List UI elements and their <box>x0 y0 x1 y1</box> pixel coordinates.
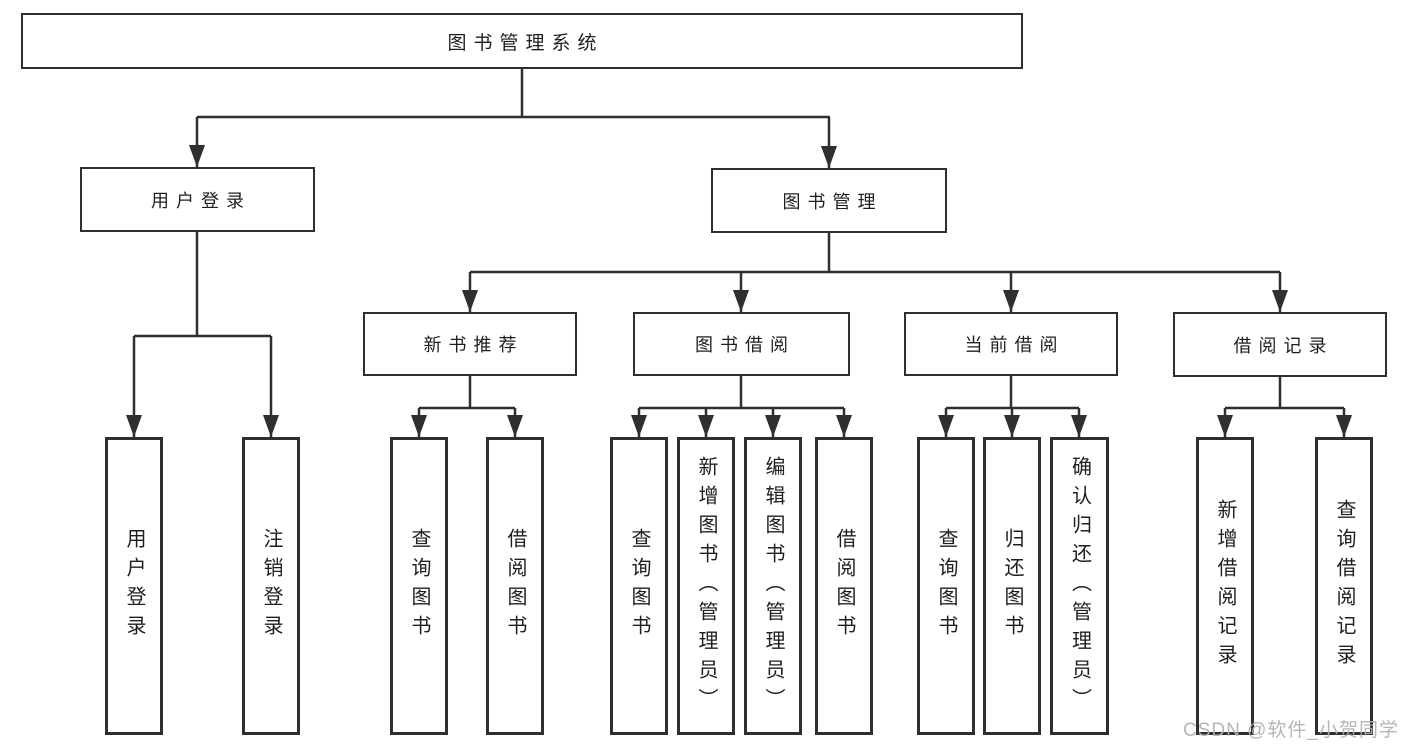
node-book-management: 图书管理 <box>711 168 947 233</box>
leaf-edit-books-admin: 编辑图书（管理员） <box>744 437 802 735</box>
leaf-return-books: 归还图书 <box>983 437 1041 735</box>
node-library-management-system: 图书管理系统 <box>21 13 1023 69</box>
leaf-logout: 注销登录 <box>242 437 300 735</box>
csdn-watermark: CSDN @软件_小贺同学 <box>1183 720 1399 741</box>
node-user-login: 用户登录 <box>80 167 315 232</box>
leaf-add-borrow-record: 新增借阅记录 <box>1196 437 1254 735</box>
node-new-book-recommendation: 新书推荐 <box>363 312 577 376</box>
leaf-query-borrow-record: 查询借阅记录 <box>1315 437 1373 735</box>
leaf-query-books-recommend: 查询图书 <box>390 437 448 735</box>
node-current-borrowing: 当前借阅 <box>904 312 1118 376</box>
connector-group <box>126 69 1352 437</box>
leaf-confirm-return-admin: 确认归还（管理员） <box>1050 437 1109 735</box>
leaf-query-books-borrowing: 查询图书 <box>610 437 668 735</box>
leaf-borrow-books-recommend: 借阅图书 <box>486 437 544 735</box>
leaf-user-login: 用户登录 <box>105 437 163 735</box>
node-borrowing-records: 借阅记录 <box>1173 312 1387 377</box>
leaf-add-books-admin: 新增图书（管理员） <box>677 437 735 735</box>
node-book-borrowing: 图书借阅 <box>633 312 850 376</box>
leaf-borrow-books: 借阅图书 <box>815 437 873 735</box>
leaf-query-books-current: 查询图书 <box>917 437 975 735</box>
